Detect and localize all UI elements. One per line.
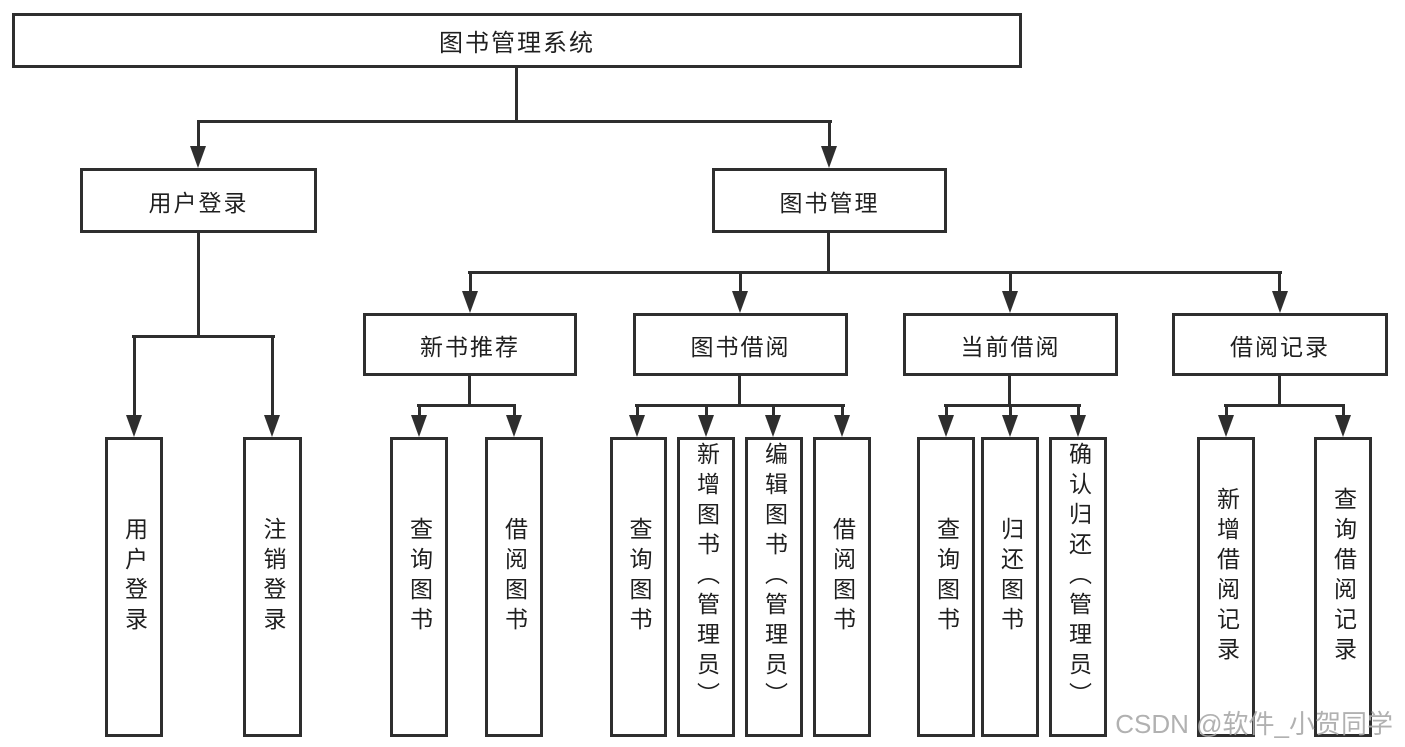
leaf-borrow-query-books: 查询图书 bbox=[610, 437, 667, 737]
connector-borrowrecords-vline bbox=[1278, 376, 1281, 406]
leaf-label: 查询图书 bbox=[933, 517, 960, 637]
csdn-watermark: CSDN @软件_小贺同学 bbox=[1115, 709, 1393, 739]
connector-root-vline bbox=[515, 68, 518, 122]
connector-stem bbox=[828, 120, 831, 148]
arrow-down-icon bbox=[1002, 291, 1018, 313]
connector-bookmgmt-hline bbox=[468, 271, 1282, 274]
node-user-login: 用户登录 bbox=[80, 168, 317, 233]
connector-stem bbox=[133, 335, 136, 417]
connector-stem bbox=[1278, 271, 1281, 293]
connector-stem bbox=[1009, 404, 1012, 417]
connector-stem bbox=[945, 404, 948, 417]
leaf-add-books-admin: 新增图书（管理员） bbox=[677, 437, 735, 737]
connector-bookborrow-vline bbox=[738, 376, 741, 406]
node-current-borrow: 当前借阅 bbox=[903, 313, 1118, 376]
connector-stem bbox=[636, 404, 639, 417]
connector-stem bbox=[1225, 404, 1228, 417]
arrow-down-icon bbox=[1272, 291, 1288, 313]
connector-currentborrow-hline bbox=[944, 404, 1081, 407]
connector-stem bbox=[1342, 404, 1345, 417]
leaf-label: 新增图书（管理员） bbox=[693, 442, 720, 712]
arrow-down-icon bbox=[821, 146, 837, 168]
leaf-user-login: 用户登录 bbox=[105, 437, 163, 737]
connector-bookmgmt-vline bbox=[827, 233, 830, 274]
leaf-newbook-borrow-books: 借阅图书 bbox=[485, 437, 543, 737]
connector-stem bbox=[513, 404, 516, 417]
connector-stem bbox=[271, 335, 274, 417]
arrow-down-icon bbox=[698, 415, 714, 437]
leaf-edit-books-admin: 编辑图书（管理员） bbox=[745, 437, 803, 737]
connector-stem bbox=[772, 404, 775, 417]
leaf-label: 新增借阅记录 bbox=[1213, 487, 1240, 667]
arrow-down-icon bbox=[938, 415, 954, 437]
leaf-label: 借阅图书 bbox=[829, 517, 856, 637]
connector-borrowrecords-hline bbox=[1224, 404, 1345, 407]
leaf-add-borrow-record: 新增借阅记录 bbox=[1197, 437, 1255, 737]
arrow-down-icon bbox=[126, 415, 142, 437]
leaf-confirm-return-admin: 确认归还（管理员） bbox=[1049, 437, 1107, 737]
arrow-down-icon bbox=[629, 415, 645, 437]
connector-stem bbox=[469, 271, 472, 293]
node-book-management: 图书管理 bbox=[712, 168, 947, 233]
arrow-down-icon bbox=[1218, 415, 1234, 437]
arrow-down-icon bbox=[264, 415, 280, 437]
connector-stem bbox=[197, 120, 200, 148]
connector-stem bbox=[1077, 404, 1080, 417]
connector-stem bbox=[739, 271, 742, 293]
leaf-label: 借阅图书 bbox=[501, 517, 528, 637]
node-new-book-recommend: 新书推荐 bbox=[363, 313, 577, 376]
leaf-label: 查询图书 bbox=[626, 517, 652, 637]
arrow-down-icon bbox=[732, 291, 748, 313]
leaf-label: 注销登录 bbox=[260, 517, 286, 637]
leaf-label: 查询图书 bbox=[406, 517, 433, 637]
connector-stem bbox=[418, 404, 421, 417]
node-book-borrow: 图书借阅 bbox=[633, 313, 848, 376]
connector-newbook-vline bbox=[468, 376, 471, 406]
connector-bookborrow-hline bbox=[635, 404, 845, 407]
connector-root-hline bbox=[197, 120, 832, 123]
arrow-down-icon bbox=[1335, 415, 1351, 437]
leaf-newbook-query-books: 查询图书 bbox=[390, 437, 448, 737]
arrow-down-icon bbox=[190, 146, 206, 168]
leaf-label: 确认归还（管理员） bbox=[1065, 442, 1092, 712]
node-library-management-system: 图书管理系统 bbox=[12, 13, 1022, 68]
leaf-logout: 注销登录 bbox=[243, 437, 302, 737]
leaf-current-query-books: 查询图书 bbox=[917, 437, 975, 737]
leaf-label: 用户登录 bbox=[121, 517, 148, 637]
leaf-label: 查询借阅记录 bbox=[1330, 487, 1357, 667]
arrow-down-icon bbox=[506, 415, 522, 437]
connector-userlogin-hline bbox=[132, 335, 275, 338]
arrow-down-icon bbox=[462, 291, 478, 313]
node-borrow-records: 借阅记录 bbox=[1172, 313, 1388, 376]
arrow-down-icon bbox=[834, 415, 850, 437]
leaf-borrow-books: 借阅图书 bbox=[813, 437, 871, 737]
arrow-down-icon bbox=[411, 415, 427, 437]
arrow-down-icon bbox=[765, 415, 781, 437]
connector-stem bbox=[841, 404, 844, 417]
leaf-query-borrow-record: 查询借阅记录 bbox=[1314, 437, 1372, 737]
arrow-down-icon bbox=[1070, 415, 1086, 437]
arrow-down-icon bbox=[1002, 415, 1018, 437]
connector-userlogin-vline bbox=[197, 233, 200, 338]
connector-stem bbox=[705, 404, 708, 417]
connector-currentborrow-vline bbox=[1008, 376, 1011, 406]
connector-newbook-hline bbox=[417, 404, 516, 407]
leaf-return-books: 归还图书 bbox=[981, 437, 1039, 737]
leaf-label: 归还图书 bbox=[997, 517, 1024, 637]
connector-stem bbox=[1009, 271, 1012, 293]
leaf-label: 编辑图书（管理员） bbox=[761, 442, 788, 712]
